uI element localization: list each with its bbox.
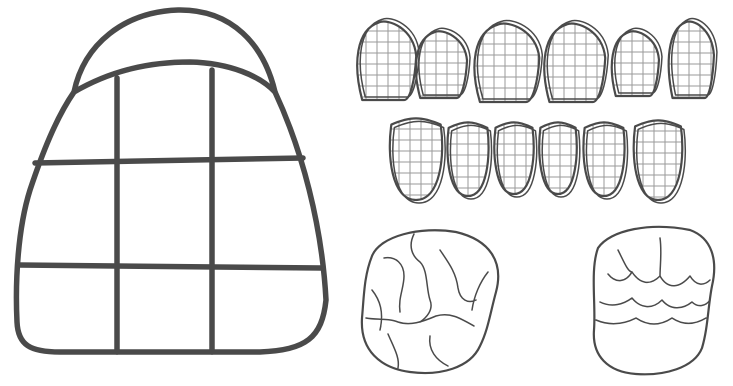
lower-anterior-teeth-row-icon xyxy=(384,118,688,203)
lower-row-tooth xyxy=(442,122,494,199)
molar-left-cusp-groove xyxy=(388,334,448,368)
molar-crown-icon xyxy=(594,227,714,374)
lower-row-tooth xyxy=(534,122,582,197)
molar-left-cusp-groove xyxy=(411,234,431,322)
lower-row-tooth xyxy=(628,120,688,203)
molar-left-cusp-groove xyxy=(440,250,488,310)
tooth-proportion-grid xyxy=(468,22,542,102)
molar-right-cusp-groove xyxy=(596,318,706,324)
molar-right-cusp-groove xyxy=(618,238,661,276)
molar-right-cusp-groove xyxy=(600,298,710,308)
incisor-crown-outline xyxy=(16,62,326,352)
grid-line-horizontal-2 xyxy=(19,265,322,268)
tooth-edge-contour xyxy=(542,125,579,197)
incisor-facial-grid-icon xyxy=(16,10,326,352)
tooth-edge-contour xyxy=(477,21,542,99)
upper-row-tooth xyxy=(538,21,608,102)
lower-row-tooth xyxy=(384,118,448,203)
molar-left-cusp-groove xyxy=(366,290,474,330)
upper-row-tooth xyxy=(606,28,662,96)
upper-row-tooth xyxy=(468,21,542,102)
grid-line-horizontal-1 xyxy=(35,158,303,163)
tooth-proportion-grid xyxy=(538,22,608,102)
tooth-outline xyxy=(669,21,714,98)
upper-row-tooth xyxy=(663,18,717,98)
molar-right-cusp-groove xyxy=(608,272,710,286)
molar-right-outline xyxy=(594,227,714,374)
tooth-outline xyxy=(634,120,683,200)
tooth-edge-contour xyxy=(547,21,608,99)
lower-row-tooth xyxy=(489,122,539,197)
tooth-edge-contour xyxy=(615,28,662,93)
lower-row-tooth xyxy=(578,122,630,199)
molar-crown-icon xyxy=(362,230,498,373)
upper-anterior-teeth-row-icon xyxy=(351,18,717,102)
tooth-proportion-grid xyxy=(351,20,419,100)
molar-left-cusp-groove xyxy=(384,258,404,312)
upper-row-tooth xyxy=(351,19,419,100)
upper-row-tooth xyxy=(410,28,470,98)
tooth-outline xyxy=(390,118,442,200)
